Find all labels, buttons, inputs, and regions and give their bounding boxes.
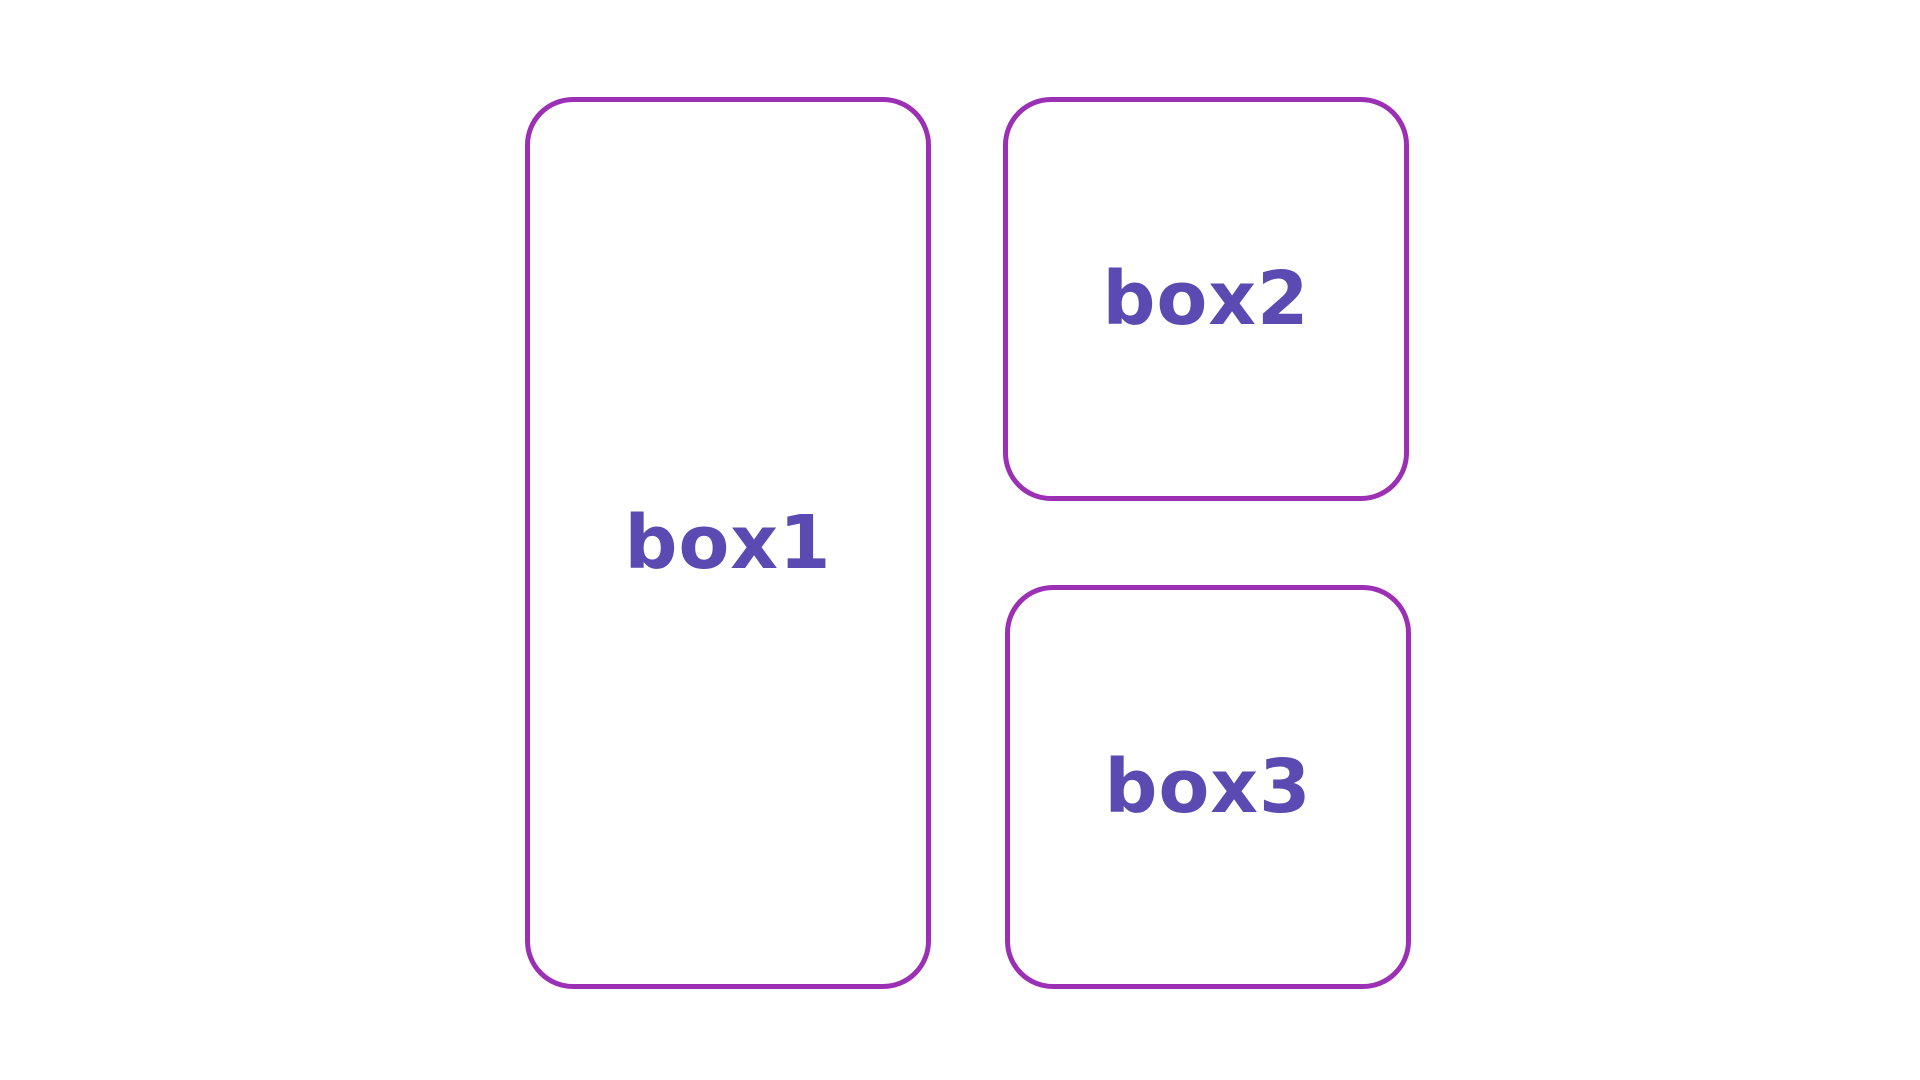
box-3-label: box3 [1104,744,1312,830]
box-2: box2 [1003,97,1409,501]
box-2-label: box2 [1102,256,1310,342]
box-1: box1 [525,97,931,989]
box-3: box3 [1005,585,1411,989]
box-1-label: box1 [624,500,832,586]
